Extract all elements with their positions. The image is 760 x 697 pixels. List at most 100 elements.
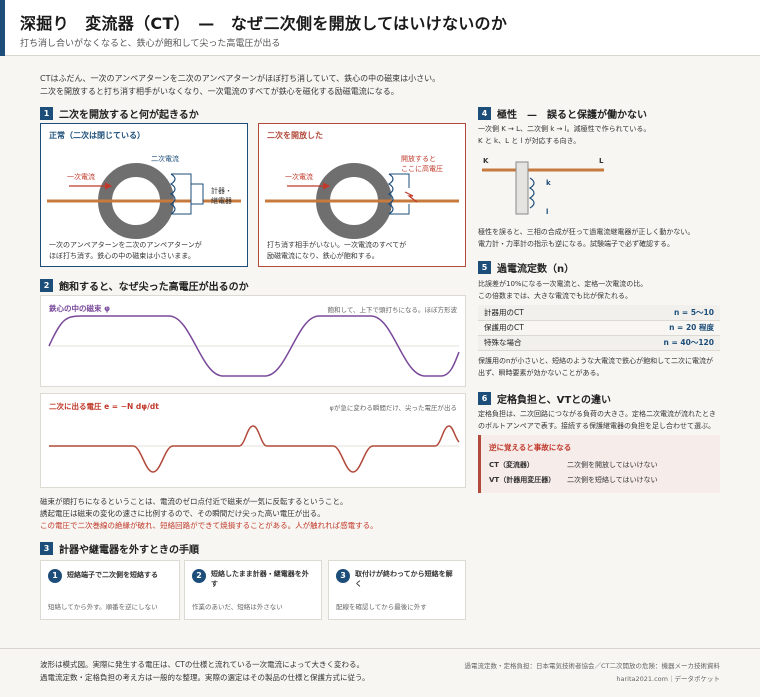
section-title: 極性 — 誤ると保護が働かない	[497, 110, 647, 121]
voltage-curve	[49, 425, 460, 473]
footer-note-1: 波形は模式図。実際に発生する電圧は、CTの仕様と流れている一次電流によって大きく…	[40, 660, 364, 669]
s2-note-1: 磁束が頭打ちになるということは、電流のゼロ点付近で磁束が一気に反転するということ…	[40, 497, 348, 506]
high-voltage-spark	[404, 191, 418, 203]
section-4-heading: 4 極性 — 誤ると保護が働かない	[478, 106, 647, 121]
step-title: 取付けが終わってから短絡を解 く	[355, 570, 453, 588]
s2-warning: この電圧で二次巻線の絶縁が破れ、短絡回路ができて焼損することがある。人が触れれば…	[40, 521, 378, 530]
terminal-L: L	[599, 157, 604, 165]
voltage-note: φが急に変わる瞬間だけ、尖った電圧が出る	[329, 404, 457, 412]
secondary-winding	[169, 173, 176, 215]
section-title: 定格負担と、VTとの違い	[497, 395, 612, 406]
step-card: 2 短絡したまま計器・継電器を外 す 作業のあいだ、短絡は外さない	[184, 560, 322, 620]
normal-caption-2: ほぼ打ち消す。鉄心の中の磁束は小さいまま。	[49, 252, 196, 260]
terminal-l: l	[546, 208, 549, 216]
page-header: 深掘り 変流器（CT） — なぜ二次側を開放してはいけないのか 打ち消し合いがな…	[0, 0, 760, 56]
open-caption-2: 励磁電流になり、鉄心が飽和する。	[267, 252, 379, 260]
terminal-k: k	[546, 179, 551, 187]
page-title: 深掘り 変流器（CT） — なぜ二次側を開放してはいけないのか	[20, 14, 508, 33]
meter-label: 計器・ 継電器	[211, 187, 232, 205]
step-number: 3	[336, 569, 350, 583]
overcurrent-after-1: 保護用のnが小さいと、短絡のような大電流で鉄心が飽和して二次に電流が	[478, 357, 713, 365]
s2-note-2: 誘起電圧は磁束の変化の速さに比例するので、その瞬間だけ尖った高い電圧が出る。	[40, 509, 325, 518]
remember-value: 二次側を開放してはいけない	[567, 461, 658, 469]
ct-open-diagram	[265, 163, 459, 239]
voltage-waveform	[49, 425, 460, 473]
section-number: 3	[40, 542, 53, 555]
footer-note-2: 過電流定数・定格負担の考え方は一般的な整理。実際の選定はその製品の仕様と保護方式…	[40, 673, 370, 682]
flux-waveform-panel: 鉄心の中の磁束 φ 飽和して、上下で頭打ちになる。ほぼ方形波	[40, 295, 466, 387]
step-desc: 作業のあいだ、短絡は外さない	[192, 603, 283, 611]
remember-key: CT（変流器）	[489, 461, 534, 469]
polarity-text-1: 一次側 K → L、二次側 k → l。減極性で作られている。	[478, 125, 651, 133]
section-number: 4	[478, 107, 491, 120]
step-desc: 短絡してから外す。順番を逆にしない	[48, 603, 158, 611]
row-value: n = 40〜120	[587, 335, 720, 351]
overcurrent-after-2: 出ず、瞬時要素が効かないことがある。	[478, 369, 604, 377]
row-label: 計器用のCT	[478, 305, 588, 321]
section-number: 2	[40, 279, 53, 292]
header-accent-bar	[0, 0, 5, 56]
section-number: 5	[478, 261, 491, 274]
step-card: 3 取付けが終わってから短絡を解 く 配線を確認してから最後に外す	[328, 560, 466, 620]
section-6-heading: 6 定格負担と、VTとの違い	[478, 391, 611, 406]
section-number: 1	[40, 107, 53, 120]
secondary-current-label: 二次電流	[151, 155, 179, 163]
section-title: 飽和すると、なぜ尖った高電圧が出るのか	[59, 282, 249, 293]
terminal-K: K	[483, 157, 489, 165]
intro-line-1: CTはふだん、一次のアンペアターンを二次のアンペアターンがほぼ打ち消していて、鉄…	[40, 74, 441, 83]
remember-value: 二次側を短絡してはいけない	[567, 476, 658, 484]
step-title: 短絡端子で二次側を短絡する	[67, 571, 158, 579]
page-subtitle: 打ち消し合いがなくなると、鉄心が飽和して尖った高電圧が出る	[20, 39, 281, 49]
flux-note: 飽和して、上下で頭打ちになる。ほぼ方形波	[327, 306, 457, 314]
polarity-diagram	[482, 161, 604, 215]
step-desc: 配線を確認してから最後に外す	[336, 603, 427, 611]
remember-title: 逆に覚えると事故になる	[489, 443, 572, 452]
overcurrent-text-1: 比誤差が10%になる一次電流と、定格一次電流の比。	[478, 280, 648, 288]
step-number: 2	[192, 569, 206, 583]
high-voltage-label: 開放すると ここに高電圧	[401, 155, 443, 173]
flux-label: 鉄心の中の磁束 φ	[49, 304, 110, 313]
flux-waveform	[48, 315, 460, 377]
section-number: 6	[478, 392, 491, 405]
ct-normal-diagram	[47, 163, 241, 239]
step-number: 1	[48, 569, 62, 583]
step-title: 短絡したまま計器・継電器を外 す	[211, 570, 309, 588]
section-title: 二次を開放すると何が起きるか	[59, 110, 199, 121]
normal-caption-1: 一次のアンペアターンを二次のアンペアターンが	[49, 241, 202, 249]
open-caption-1: 打ち消す相手がいない。一次電流のすべてが	[267, 241, 407, 249]
open-primary-current-label: 一次電流	[285, 173, 313, 181]
section-1-heading: 1 二次を開放すると何が起きるか	[40, 106, 199, 121]
open-box-title: 二次を開放した	[267, 131, 323, 140]
section-5-heading: 5 過電流定数（n）	[478, 260, 574, 275]
burden-text-2: のボルトアンペアで表す。接続する保護継電器の負担を足し合わせて選ぶ。	[478, 422, 716, 430]
normal-box-title: 正常（二次は閉じている）	[49, 131, 145, 140]
footer-divider	[0, 648, 760, 649]
remember-box: 逆に覚えると事故になる CT（変流器） 二次側を開放してはいけない VT（計器用…	[478, 435, 720, 493]
section-title: 過電流定数（n）	[497, 264, 575, 275]
remember-key: VT（計器用変圧器）	[489, 476, 556, 484]
overcurrent-text-2: この倍数までは、大きな電流でも比が保たれる。	[478, 292, 632, 300]
polarity-text-2: K と k、L と l が対応する向き。	[478, 137, 581, 145]
polarity-after-1: 極性を誤ると、三相の合成が狂って過電流継電器が正しく動かない。	[478, 228, 695, 236]
row-label: 特殊な場合	[478, 335, 588, 351]
secondary-winding	[387, 173, 394, 215]
meter-box	[190, 183, 204, 205]
row-value: n = 20 程度	[587, 320, 720, 336]
open-state-box: 二次を開放した 一次電流 開放すると ここに高電圧 打ち消す相手がいない。一次電…	[258, 123, 466, 267]
step-card: 1 短絡端子で二次側を短絡する 短絡してから外す。順番を逆にしない	[40, 560, 180, 620]
normal-state-box: 正常（二次は閉じている） 一次電流 二次電流 計器・ 継電器 一次のアンペアター…	[40, 123, 248, 267]
flux-curve	[48, 315, 460, 377]
section-title: 計器や継電器を外すときの手順	[59, 545, 199, 556]
burden-text-1: 定格負担は、二次回路につながる負荷の大きさ。定格二次電流が流れたとき	[478, 410, 716, 418]
row-value: n = 5〜10	[587, 305, 720, 321]
polarity-after-2: 電力計・力率計の指示も逆になる。試験端子で必ず確認する。	[478, 240, 674, 248]
intro-line-2: 二次を開放すると打ち消す相手がいなくなり、一次電流のすべてが鉄心を磁化する励磁電…	[40, 87, 399, 96]
voltage-label: 二次に出る電圧 e = −N dφ/dt	[49, 402, 159, 411]
footer-source: 過電流定数・定格負担：日本電気技術者協会／CT二次開放の危険：機器メーカ技術資料	[464, 662, 720, 670]
voltage-waveform-panel: 二次に出る電圧 e = −N dφ/dt φが急に変わる瞬間だけ、尖った電圧が出…	[40, 393, 466, 488]
ct-core	[515, 161, 529, 215]
